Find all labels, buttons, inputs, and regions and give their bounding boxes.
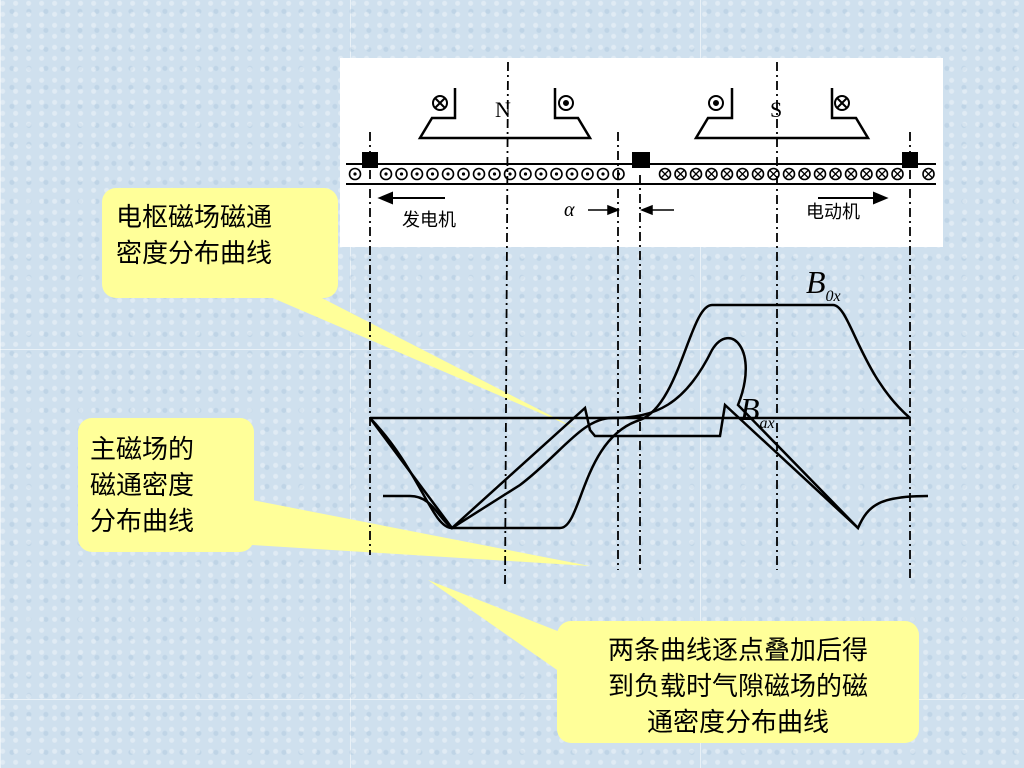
conductor [860, 167, 873, 181]
conductor [472, 167, 486, 181]
resultant-field-callout: 两条曲线逐点叠加后得 到负载时气隙磁场的磁 通密度分布曲线 [557, 621, 919, 743]
conductor-dot [384, 172, 388, 176]
conductor [596, 167, 610, 181]
conductor [441, 167, 455, 181]
conductor-dot [601, 172, 605, 176]
conductor-cross [800, 170, 809, 178]
conductor-dot [523, 172, 528, 176]
conductor [922, 167, 935, 181]
conductor [581, 167, 594, 181]
conductor [457, 167, 470, 181]
conductor [705, 167, 718, 181]
main-callout-pointer [252, 500, 590, 566]
armature-field-curve-label: Bax [740, 391, 775, 432]
conductor [550, 167, 563, 181]
axis-lines [369, 61, 911, 586]
armature-conductors [348, 167, 935, 181]
conductor [736, 167, 749, 181]
conductor-cross [924, 170, 933, 178]
conductor-dot [446, 172, 450, 176]
conductor-cross [676, 170, 685, 178]
conductor-dot [492, 172, 497, 176]
conductor [488, 167, 501, 181]
conductor-dot [415, 172, 419, 176]
conductor [565, 167, 579, 181]
conductor-dot [570, 172, 574, 176]
conductor-cross [893, 170, 902, 178]
conductor [751, 167, 765, 181]
generator-label: 发电机 [402, 210, 456, 230]
armature-field-curve [368, 402, 859, 530]
conductor [395, 167, 408, 181]
callout-line: 到负载时气隙磁场的磁 [607, 672, 868, 702]
armature-callout-pointer [268, 296, 575, 428]
conductor [426, 167, 439, 181]
callout-line: 密度分布曲线 [116, 239, 273, 269]
conductor [798, 167, 811, 181]
main-field-callout: 主磁场的 磁通密度 分布曲线 [78, 418, 254, 552]
alpha-shift-arrows [588, 204, 674, 216]
conductor-cross [785, 170, 793, 178]
conductor [689, 167, 703, 181]
resultant-field-curve [383, 336, 929, 531]
conductor-cross [707, 170, 716, 178]
conductor-cross [862, 170, 871, 178]
conductor-dot [353, 172, 357, 176]
conductor-dot [554, 172, 559, 176]
conductor [829, 167, 842, 181]
callout-line: 磁通密度 [90, 471, 195, 501]
conductor [519, 167, 532, 181]
south-pole-label: S [770, 97, 782, 122]
conductor-dot [430, 172, 435, 176]
main-field-curve-label: B0x [806, 264, 841, 305]
conductor-cross [847, 170, 855, 178]
conductor-cross [723, 170, 731, 178]
conductor-cross [661, 170, 669, 178]
conductor [534, 167, 548, 181]
motor-label: 电动机 [806, 202, 860, 222]
conductor-dot [399, 172, 404, 176]
motor-arrow [818, 191, 889, 205]
conductor [813, 167, 827, 181]
north-pole-outline [417, 88, 593, 140]
conductor-dot [585, 172, 590, 176]
conductor-cross [816, 170, 824, 178]
conductor [844, 167, 858, 181]
conductor-cross [692, 170, 700, 178]
armature-field-callout: 电枢磁场磁通 密度分布曲线 [102, 188, 338, 298]
generator-arrow [377, 191, 445, 205]
pole-coils [432, 95, 850, 111]
conductor-dot [461, 172, 466, 176]
conductor-dot [508, 172, 512, 176]
south-pole-outline [693, 88, 871, 140]
main-field-curve [369, 303, 911, 530]
callout-line: 电枢磁场磁通 [116, 203, 273, 233]
conductor [503, 167, 517, 181]
conductor [348, 167, 362, 181]
conductor [612, 167, 625, 181]
conductor [891, 167, 904, 181]
conductor-cross [738, 170, 747, 178]
conductor-cross [754, 170, 762, 178]
callout-line: 主磁场的 [90, 435, 195, 465]
conductor [410, 167, 424, 181]
conductor [674, 167, 687, 181]
alpha-label: α [564, 199, 575, 221]
callout-line: 通密度分布曲线 [646, 708, 829, 738]
sum-callout-pointer [428, 580, 560, 672]
conductor [767, 167, 780, 181]
conductor [875, 167, 889, 181]
conductor [658, 167, 672, 181]
callout-line: 分布曲线 [90, 507, 195, 537]
conductor-cross [878, 170, 886, 178]
conductor [782, 167, 796, 181]
conductor [379, 167, 393, 181]
conductor-cross [831, 170, 840, 178]
conductor-dot [539, 172, 543, 176]
callout-line: 两条曲线逐点叠加后得 [607, 636, 868, 666]
conductor-cross [769, 170, 778, 178]
conductor-dot [477, 172, 481, 176]
conductor [720, 167, 734, 181]
